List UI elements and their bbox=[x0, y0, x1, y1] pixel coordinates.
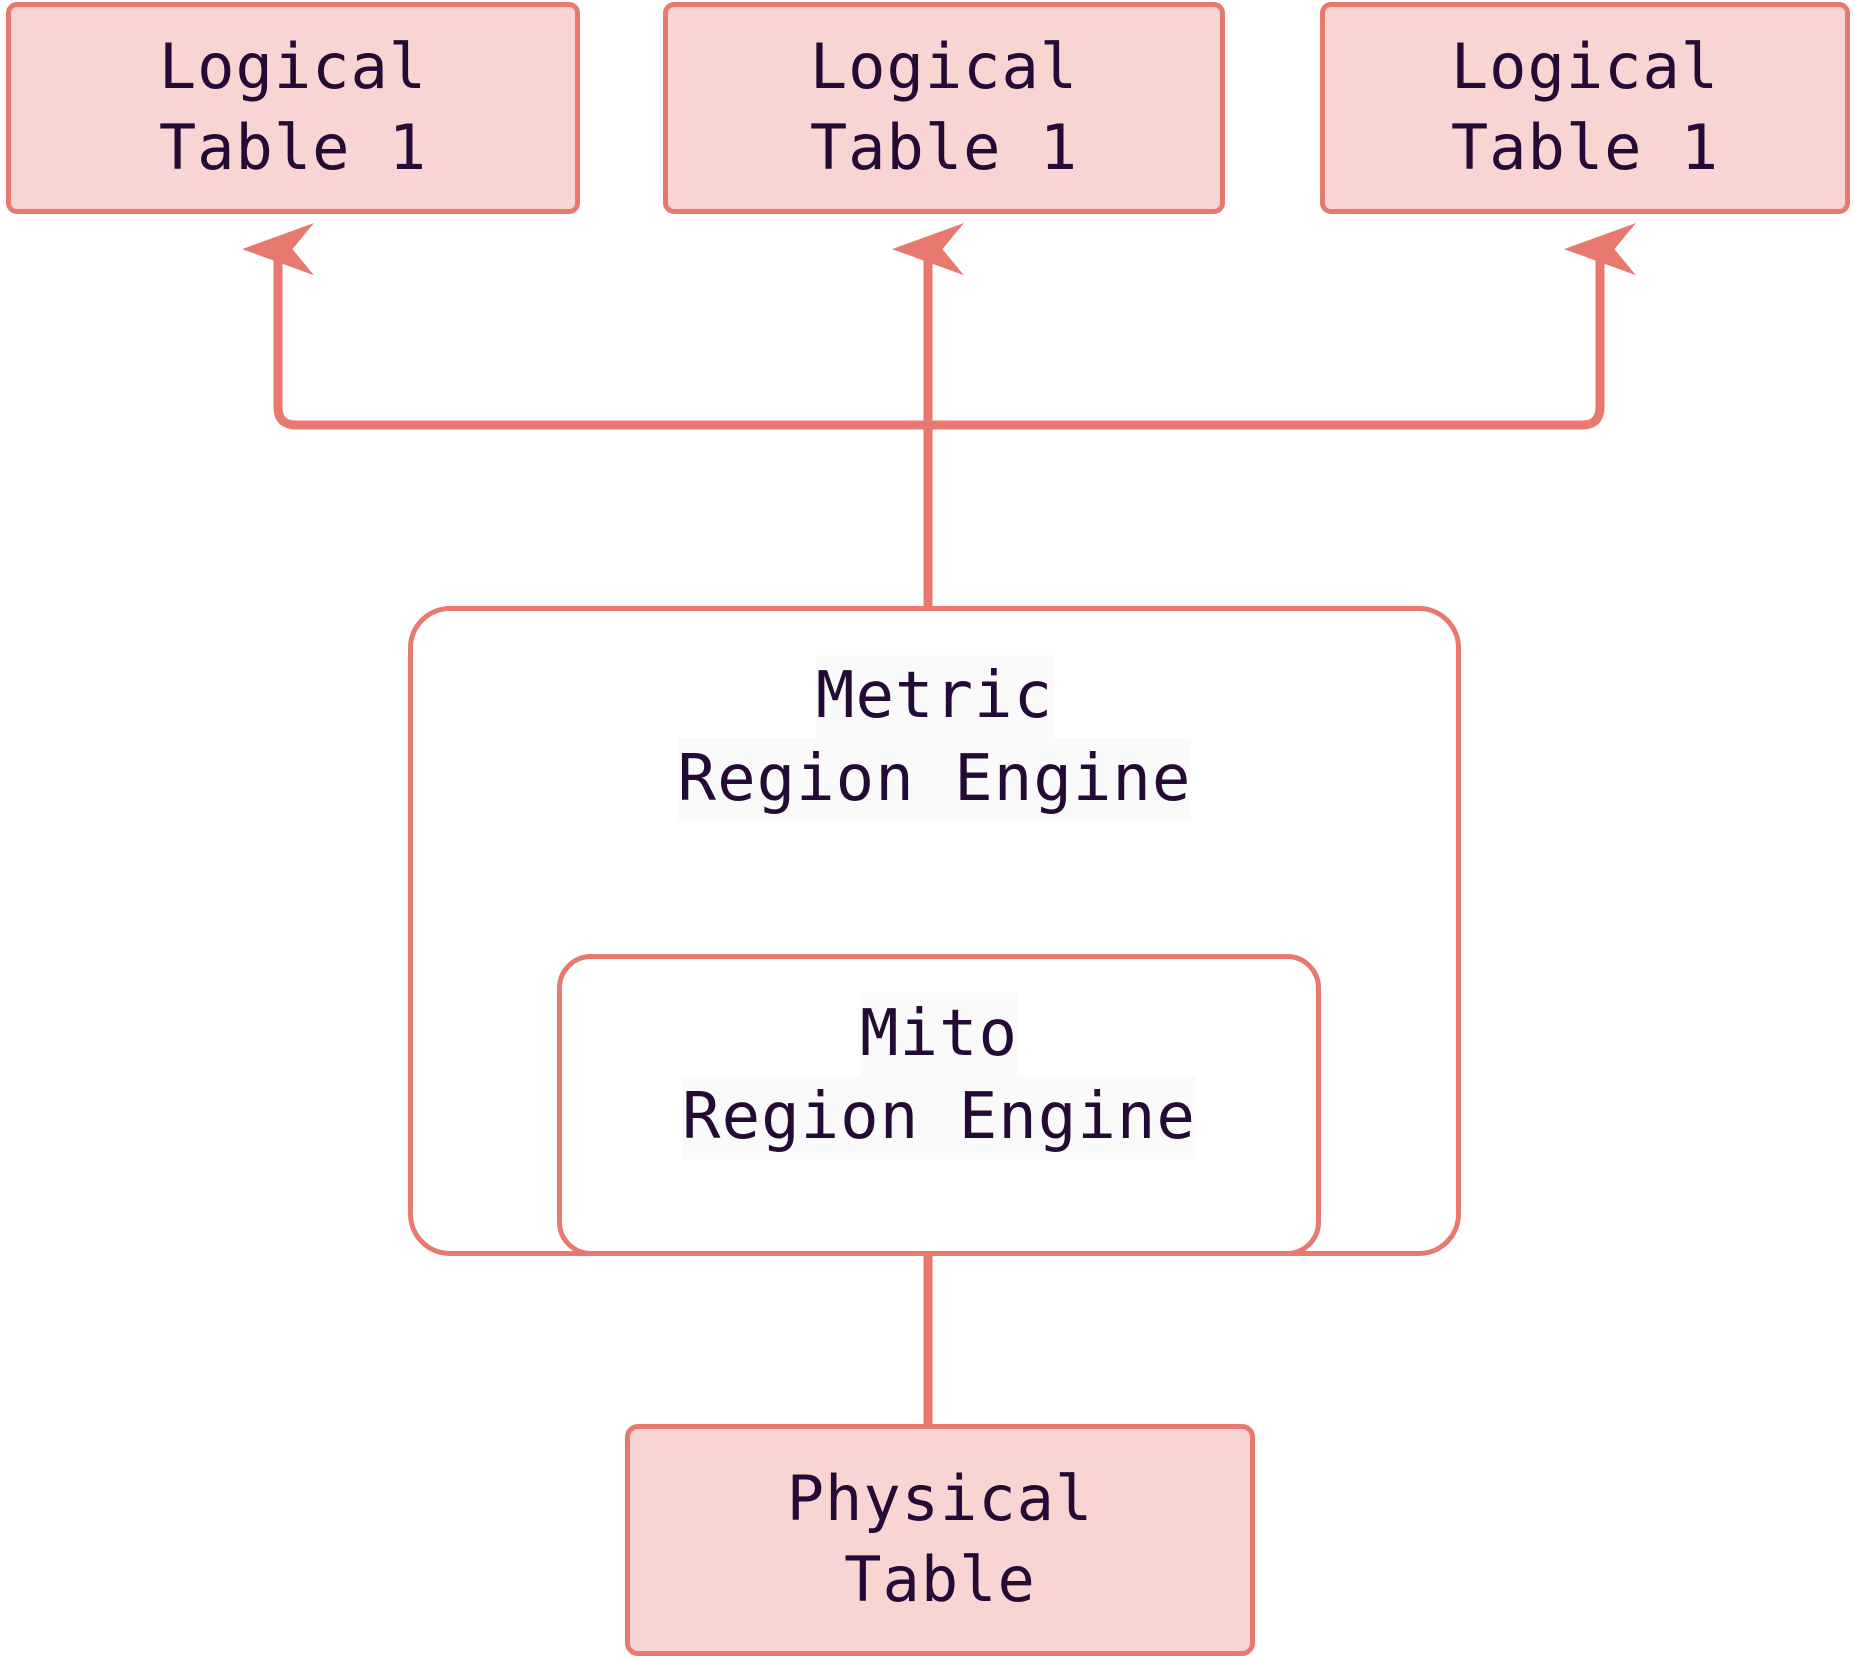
edge-bus-to-logical-table-3 bbox=[928, 223, 1636, 430]
metric-region-engine-line-1: Metric bbox=[815, 655, 1054, 739]
logical-table-2-line-2: Table 1 bbox=[809, 111, 1079, 184]
physical-table-line-2: Table bbox=[844, 1543, 1036, 1616]
logical-table-2-node[interactable]: Logical Table 1 bbox=[663, 2, 1225, 214]
mito-region-engine-line-2: Region Engine bbox=[682, 1076, 1196, 1160]
logical-table-1-line-2: Table 1 bbox=[158, 111, 428, 184]
logical-table-1-node[interactable]: Logical Table 1 bbox=[6, 2, 580, 214]
logical-table-2-line-1: Logical bbox=[809, 30, 1079, 104]
metric-region-engine-node[interactable]: Metric Region Engine bbox=[408, 606, 1461, 1256]
edge-bus-to-logical-table-1 bbox=[242, 223, 928, 430]
logical-table-3-node[interactable]: Logical Table 1 bbox=[1320, 2, 1850, 214]
mito-region-engine-line-1: Mito bbox=[859, 993, 1019, 1077]
logical-table-3-line-2: Table 1 bbox=[1450, 111, 1720, 184]
physical-table-node[interactable]: Physical Table bbox=[625, 1424, 1255, 1656]
logical-table-3-line-1: Logical bbox=[1450, 30, 1720, 104]
logical-table-1-line-1: Logical bbox=[158, 30, 428, 104]
physical-table-line-1: Physical bbox=[786, 1462, 1094, 1536]
mito-region-engine-node[interactable]: Mito Region Engine bbox=[557, 954, 1321, 1256]
metric-region-engine-line-2: Region Engine bbox=[677, 738, 1192, 822]
